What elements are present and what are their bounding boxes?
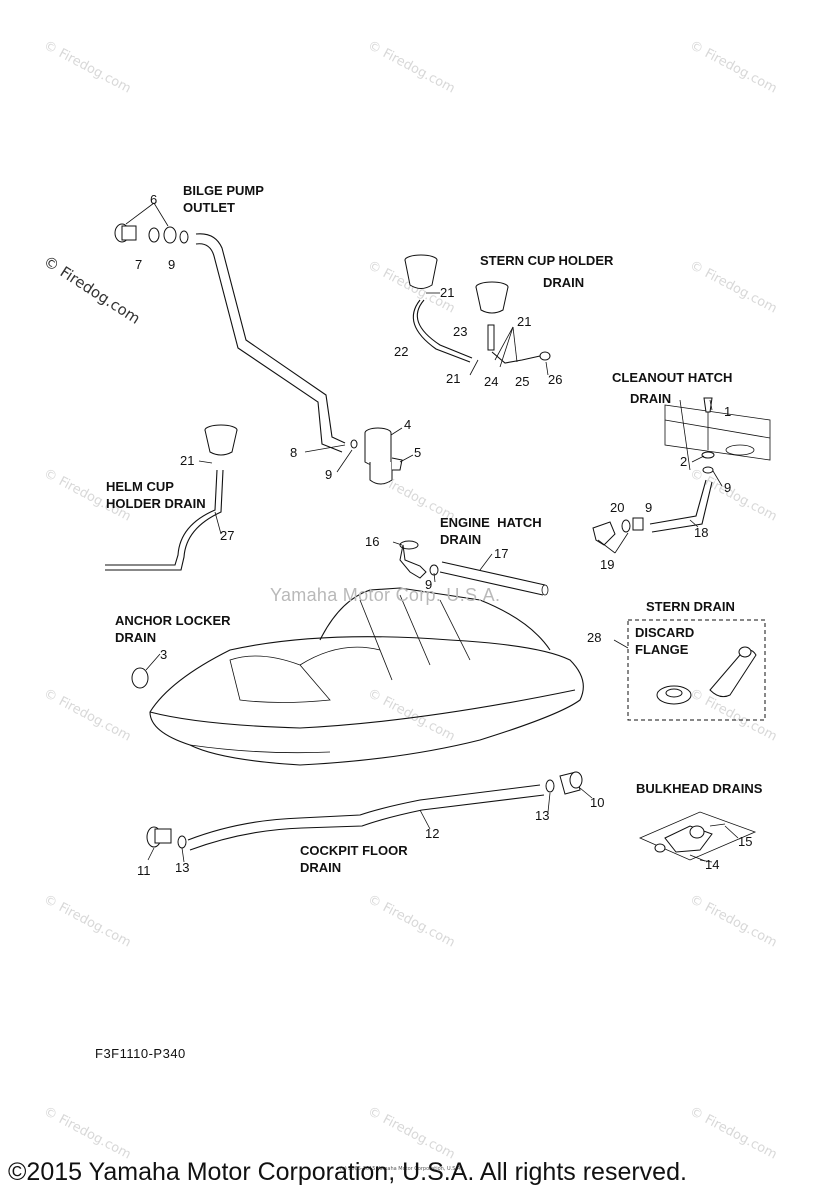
part-number[interactable]: 23	[453, 324, 468, 339]
part-number[interactable]: 9	[724, 480, 732, 495]
part-number[interactable]: 7	[135, 257, 143, 272]
part-number[interactable]: 2	[680, 454, 688, 469]
part-number[interactable]: 19	[600, 557, 615, 572]
label-helm-cup-holder-drain: HELM CUP HOLDER DRAIN	[106, 479, 206, 511]
cleanout-hatch	[592, 397, 771, 554]
part-number[interactable]: 9	[645, 500, 653, 515]
part-number[interactable]: 10	[590, 795, 605, 810]
part-number[interactable]: 6	[150, 192, 158, 207]
part-number[interactable]: 13	[535, 808, 550, 823]
part-number[interactable]: 28	[587, 630, 602, 645]
part-number[interactable]: 26	[548, 372, 563, 387]
copyright-footer: ©2015 Yamaha Motor Corporation, U.S.A. A…	[8, 1158, 687, 1186]
part-number[interactable]: 13	[175, 860, 190, 875]
part-number[interactable]: 20	[610, 500, 625, 515]
label-stern-drain: STERN DRAIN	[646, 599, 735, 614]
bulkhead-drains	[639, 811, 757, 863]
part-number[interactable]: 8	[290, 445, 298, 460]
part-number[interactable]: 14	[705, 857, 720, 872]
part-number[interactable]: 24	[484, 374, 499, 389]
part-number[interactable]: 16	[365, 534, 380, 549]
center-watermark: Yamaha Motor Corp. U.S.A.	[270, 585, 501, 605]
part-number[interactable]: 11	[137, 863, 151, 878]
label-cleanout-hatch-drain-2: DRAIN	[630, 391, 672, 406]
bilge-outlet-fittings	[114, 202, 189, 244]
diagram-code: F3F1110-P340	[95, 1046, 186, 1061]
helm-cup-holder	[105, 424, 238, 571]
stern-drain-box	[613, 619, 766, 721]
part-number[interactable]: 15	[738, 834, 753, 849]
label-cleanout-hatch-drain: CLEANOUT HATCH	[612, 370, 733, 385]
label-bulkhead-drains: BULKHEAD DRAINS	[636, 781, 763, 796]
label-stern-cup-holder-drain-2: DRAIN	[543, 275, 585, 290]
part-number[interactable]: 21	[180, 453, 195, 468]
part-number[interactable]: 21	[517, 314, 532, 329]
label-cockpit-floor-drain: COCKPIT FLOOR DRAIN	[300, 843, 408, 875]
bilge-hose	[195, 233, 346, 444]
boat-hull	[131, 587, 584, 766]
part-number[interactable]: 21	[446, 371, 461, 386]
stern-cup-holders	[404, 254, 551, 368]
label-anchor-locker-drain: ANCHOR LOCKER DRAIN	[115, 613, 231, 645]
bilge-pump	[350, 427, 403, 485]
part-number[interactable]: 1	[724, 404, 732, 419]
tiny-copyright: (c) 2005-2015 Yamaha Motor Corporation, …	[340, 1166, 462, 1172]
part-number[interactable]: 22	[394, 344, 409, 359]
part-number[interactable]: 25	[515, 374, 530, 389]
part-number[interactable]: 5	[414, 445, 422, 460]
engine-hatch-drain	[399, 540, 549, 596]
part-number[interactable]: 12	[425, 826, 440, 841]
part-number[interactable]: 18	[694, 525, 709, 540]
label-engine-hatch-drain: ENGINE HATCH DRAIN	[440, 515, 542, 547]
label-bilge-pump-outlet: BILGE PUMP OUTLET	[183, 183, 264, 215]
leader-lines	[145, 292, 739, 863]
label-discard-flange: DISCARD FLANGE	[635, 625, 695, 657]
part-number[interactable]: 21	[440, 285, 455, 300]
part-number[interactable]: 3	[160, 647, 168, 662]
part-number[interactable]: 4	[404, 417, 412, 432]
part-number[interactable]: 27	[220, 528, 235, 543]
cockpit-floor-hose	[146, 771, 583, 851]
part-number[interactable]: 9	[168, 257, 176, 272]
part-number[interactable]: 17	[494, 546, 509, 561]
label-stern-cup-holder-drain: STERN CUP HOLDER	[480, 253, 614, 268]
part-number[interactable]: 9	[325, 467, 333, 482]
part-number[interactable]: 9	[425, 577, 433, 592]
